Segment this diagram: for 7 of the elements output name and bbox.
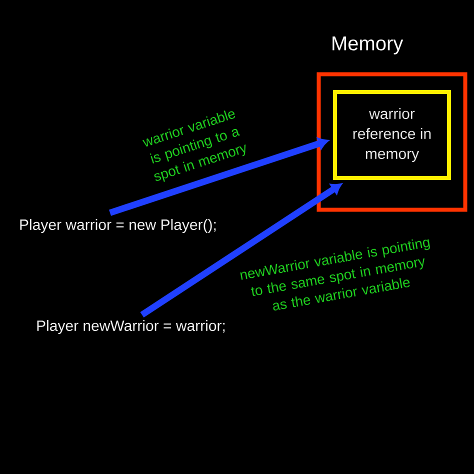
edge-label: newWarrior variable is pointing to the same spot in memory as the warrior variable bbox=[234, 234, 442, 318]
node-label: Memory bbox=[332, 36, 404, 54]
arrow bbox=[108, 138, 328, 216]
code-line: Player newWarrior = warrior; bbox=[37, 320, 225, 334]
code-line: Player warrior = new Player(); bbox=[20, 219, 216, 233]
reference-box: warrior reference in memory bbox=[333, 90, 451, 180]
arrow bbox=[140, 184, 342, 318]
